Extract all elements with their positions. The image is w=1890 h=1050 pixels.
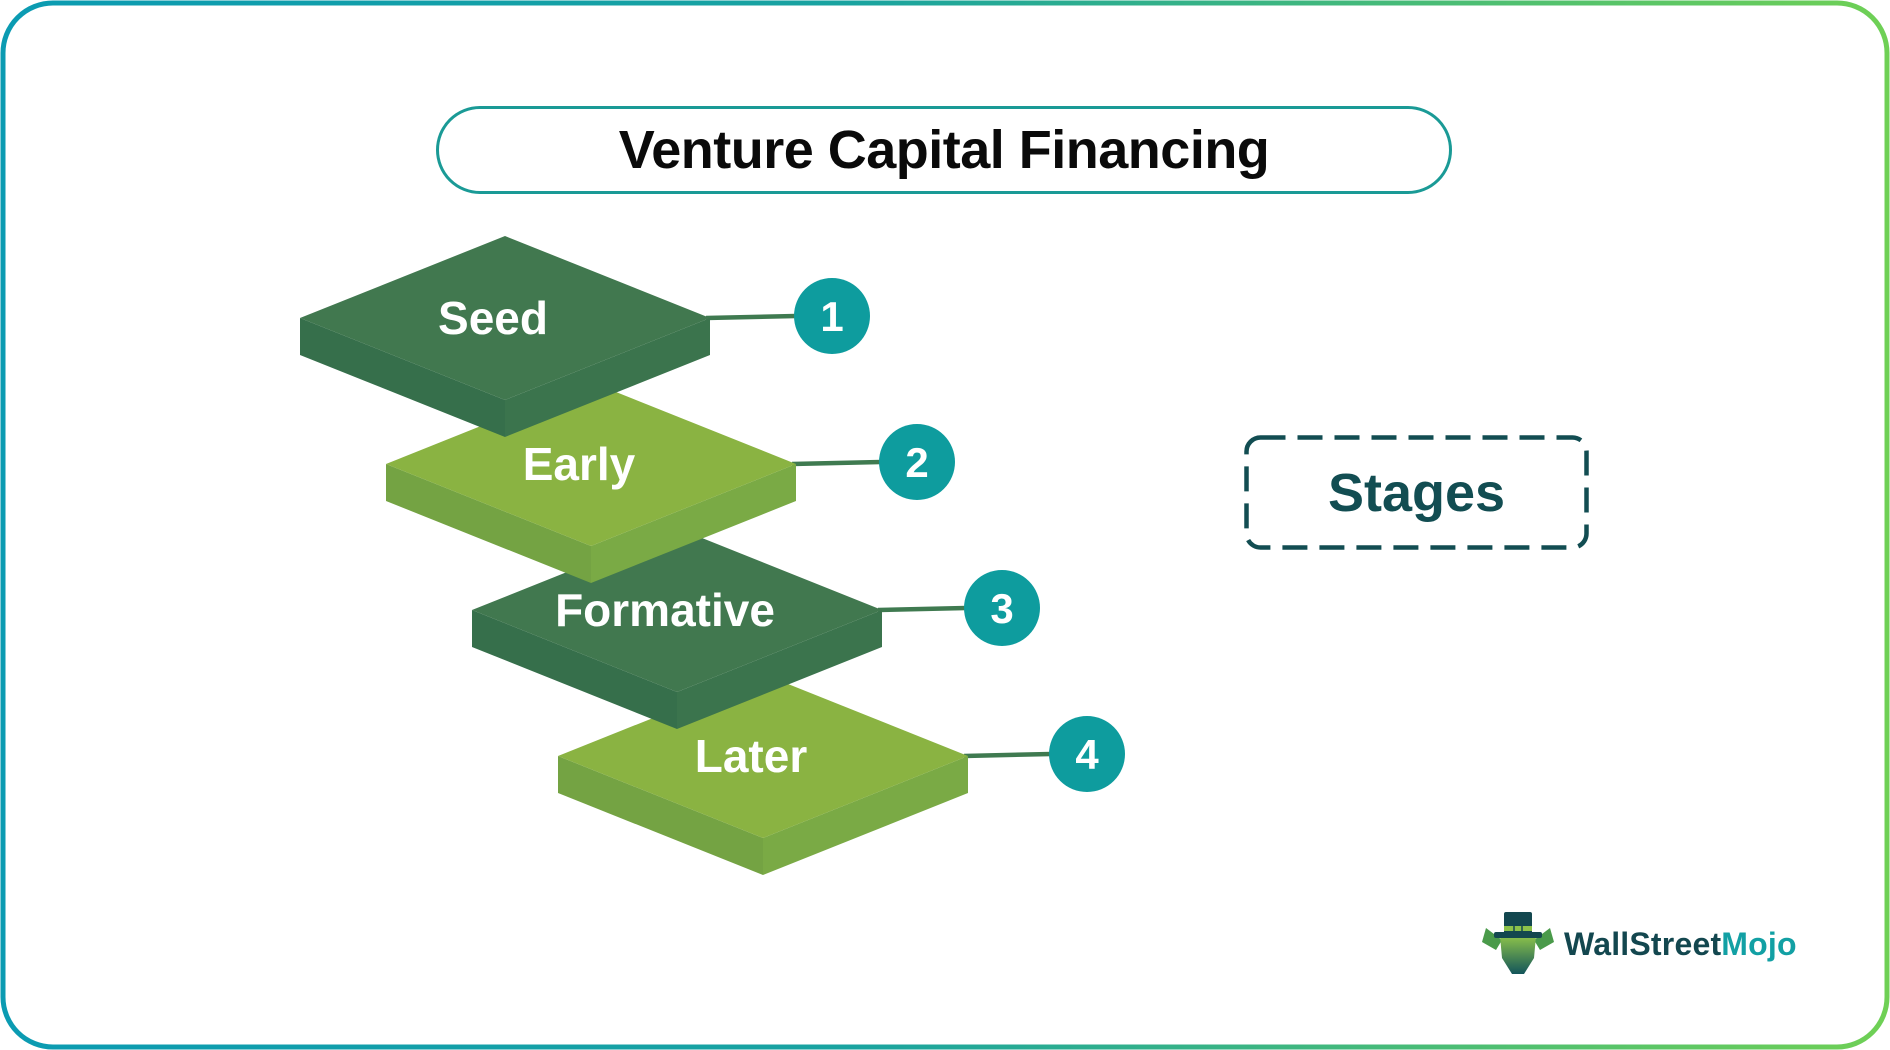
stage-label-early: Early (523, 438, 636, 490)
diamond-side-left (386, 464, 591, 583)
connector-line (963, 751, 1052, 759)
diamond-side-right (677, 610, 882, 729)
connector-line (705, 313, 797, 321)
stage-label-seed: Seed (438, 292, 548, 344)
number-badge-3: 3 (990, 585, 1013, 632)
connector-line (791, 459, 882, 467)
number-badge-circle (1049, 716, 1125, 792)
stage-seed: Seed 1 (300, 236, 870, 437)
dashed-border (1244, 435, 1589, 550)
number-badge-1: 1 (820, 293, 843, 340)
number-badge-2: 2 (905, 439, 928, 486)
diamond-side-right (591, 464, 796, 583)
bull-hat-icon (1482, 912, 1554, 974)
number-badge-4: 4 (1075, 731, 1099, 778)
diamond-side-right (505, 318, 710, 437)
diamond-top-face (300, 236, 710, 400)
title-banner: Venture Capital Financing (436, 106, 1452, 194)
number-badge-circle (964, 570, 1040, 646)
logo-text: WallStreetMojo (1564, 926, 1797, 963)
number-badge-circle (794, 278, 870, 354)
wallstreetmojo-logo: WallStreetMojo (1480, 908, 1797, 980)
diamond-side-right (763, 756, 968, 875)
diamond-side-left (300, 318, 505, 437)
stages-label: Stages (1327, 462, 1506, 523)
logo-text-wallstreet: WallStreet (1564, 925, 1722, 962)
diamond-side-left (558, 756, 763, 875)
stage-label-later: Later (695, 730, 808, 782)
connector-line (877, 605, 967, 613)
logo-text-mojo: Mojo (1721, 925, 1797, 962)
diamond-side-left (472, 610, 677, 729)
stages-label-box: Stages (1244, 435, 1589, 550)
stage-label-formative: Formative (555, 584, 775, 636)
number-badge-circle (879, 424, 955, 500)
page-title: Venture Capital Financing (618, 120, 1270, 180)
